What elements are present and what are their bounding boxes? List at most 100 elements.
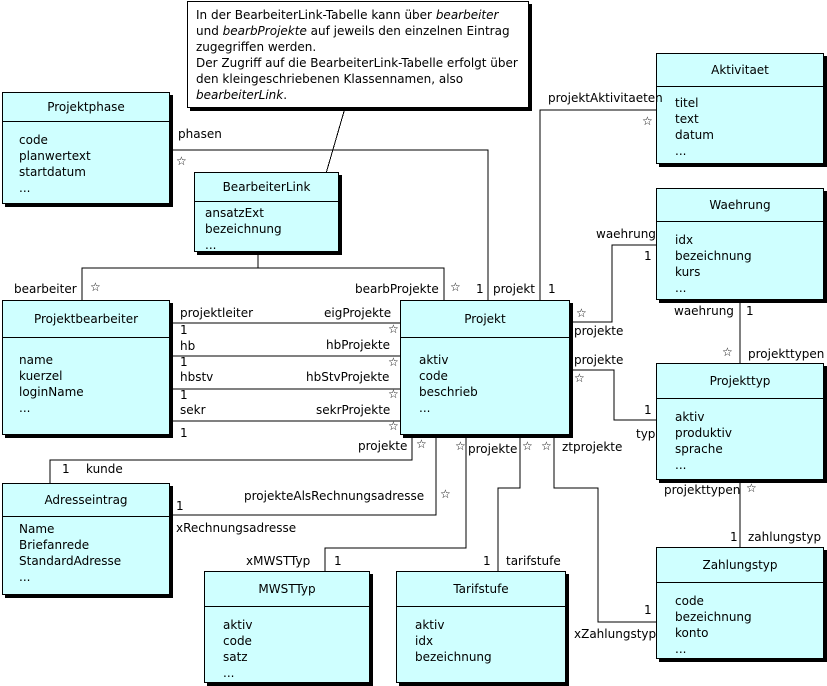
multiplicity-label: 1: [180, 426, 188, 440]
attribute: aktiv: [675, 410, 705, 424]
multiplicity-label: 1: [180, 388, 188, 402]
attribute: startdatum: [19, 165, 86, 179]
role-label: typ: [636, 427, 656, 441]
class-zahlungstyp[interactable]: Zahlungstyp code bezeichnung konto ...: [656, 547, 824, 659]
role-label: projekte: [574, 324, 624, 338]
attribute: Name: [19, 522, 55, 536]
multiplicity-label: 1: [483, 554, 491, 568]
class-projekttyp[interactable]: Projekttyp aktiv produktiv sprache ...: [656, 363, 824, 480]
attribute: aktiv: [223, 618, 253, 632]
note-text: Der Zugriff auf die BearbeiterLink-Tabel…: [196, 56, 518, 86]
role-label: projekte: [468, 442, 518, 456]
class-aktivitaet[interactable]: Aktivitaet titel text datum ...: [656, 53, 824, 164]
note-box: In der BearbeiterLink-Tabelle kann über …: [187, 1, 529, 108]
class-projektbearbeiter[interactable]: Projektbearbeiter name kuerzel loginName…: [2, 300, 170, 435]
class-name: Projekt: [401, 301, 569, 338]
attribute-list: code planwertext startdatum ...: [3, 122, 169, 196]
attribute: name: [19, 353, 54, 367]
multiplicity-label: 1: [644, 249, 652, 263]
role-label: waehrung: [674, 304, 734, 318]
class-bearbeiterlink[interactable]: BearbeiterLink ansatzExt bezeichnung ...: [194, 172, 339, 252]
attribute: loginName: [19, 385, 84, 399]
attribute: datum: [675, 128, 714, 142]
role-label: tarifstufe: [506, 554, 561, 568]
attribute: text: [675, 112, 699, 126]
multiplicity-label: ☆: [416, 437, 427, 451]
multiplicity-label: 1: [730, 530, 738, 544]
class-name: BearbeiterLink: [195, 173, 338, 202]
class-name: Projektphase: [3, 93, 169, 122]
role-label: hbStvProjekte: [306, 370, 390, 384]
role-label: zahlungstyp: [748, 530, 822, 544]
role-label: kunde: [86, 462, 123, 476]
attribute: planwertext: [19, 149, 91, 163]
multiplicity-label: ☆: [455, 439, 466, 453]
attribute-list: aktiv code beschrieb ...: [401, 338, 569, 416]
role-label: waehrung: [596, 227, 656, 241]
attribute: bezeichnung: [205, 222, 282, 236]
attribute: kurs: [675, 265, 701, 279]
class-waehrung[interactable]: Waehrung idx bezeichnung kurs ...: [656, 188, 824, 300]
assoc-aktivitaeten: [539, 109, 656, 300]
multiplicity-label: ☆: [388, 387, 399, 401]
role-label: xRechnungsadresse: [176, 521, 297, 535]
role-label: projekte: [574, 353, 624, 367]
attribute: idx: [675, 233, 694, 247]
attribute-list: code bezeichnung konto ...: [657, 583, 823, 657]
multiplicity-label: ☆: [746, 481, 757, 495]
attribute-list: aktiv code satz ...: [205, 607, 369, 681]
class-name: Adresseintrag: [3, 484, 169, 517]
role-label: xZahlungstyp: [574, 627, 657, 641]
attribute: bezeichnung: [675, 610, 752, 624]
multiplicity-label: 1: [644, 403, 652, 417]
attribute: satz: [223, 650, 248, 664]
multiplicity-label: 1: [176, 499, 184, 513]
assoc-rechnungsadresse: [170, 435, 437, 516]
role-label: projekttypen: [748, 347, 825, 361]
attribute: ...: [223, 666, 235, 680]
role-label: xMWSTTyp: [246, 554, 311, 568]
attribute: ...: [419, 401, 431, 415]
class-name: Zahlungstyp: [657, 548, 823, 583]
attribute: ...: [675, 642, 687, 656]
multiplicity-label: 1: [746, 304, 754, 318]
multiplicity-label: ☆: [450, 280, 461, 294]
role-label: hbstv: [180, 370, 214, 384]
multiplicity-label: 1: [180, 355, 188, 369]
role-label: ztprojekte: [562, 440, 623, 454]
multiplicity-label: 1: [334, 554, 342, 568]
role-label: hbProjekte: [326, 338, 391, 352]
attribute: ...: [675, 458, 687, 472]
note-text-italic: bearbeiter: [435, 8, 499, 22]
class-projekt[interactable]: Projekt aktiv code beschrieb ...: [400, 300, 570, 435]
attribute: ...: [19, 570, 31, 584]
role-label: phasen: [178, 127, 222, 141]
assoc-bearbeiterlink: [81, 252, 259, 300]
role-label: hb: [180, 339, 196, 353]
attribute: aktiv: [419, 353, 449, 367]
class-mwsttyp[interactable]: MWSTTyp aktiv code satz ...: [204, 571, 370, 683]
note-text: und: [196, 24, 223, 38]
role-label: projekt: [493, 282, 535, 296]
attribute: beschrieb: [419, 385, 478, 399]
class-name: Projektbearbeiter: [3, 301, 169, 338]
multiplicity-label: ☆: [522, 439, 533, 453]
attribute: code: [675, 594, 704, 608]
note-text: auf jeweils den einzelnen Eintrag zugegr…: [196, 24, 510, 54]
multiplicity-label: 1: [644, 603, 652, 617]
assoc-zahlungstyp: [553, 435, 656, 623]
assoc-projekttyp: [570, 369, 656, 421]
multiplicity-label: 1: [62, 462, 70, 476]
role-label: bearbeiter: [14, 282, 77, 296]
class-adresseintrag[interactable]: Adresseintrag Name Briefanrede StandardA…: [2, 483, 170, 595]
class-name: Tarifstufe: [397, 572, 565, 607]
multiplicity-label: ☆: [722, 345, 733, 359]
class-tarifstufe[interactable]: Tarifstufe aktiv idx bezeichnung: [396, 571, 566, 683]
role-label: bearbProjekte: [355, 282, 439, 296]
class-projektphase[interactable]: Projektphase code planwertext startdatum…: [2, 92, 170, 204]
note-text: .: [283, 88, 288, 102]
multiplicity-label: ☆: [642, 114, 653, 128]
assoc-waehrung: [570, 244, 656, 323]
attribute: titel: [675, 96, 699, 110]
multiplicity-label: ☆: [388, 355, 399, 369]
